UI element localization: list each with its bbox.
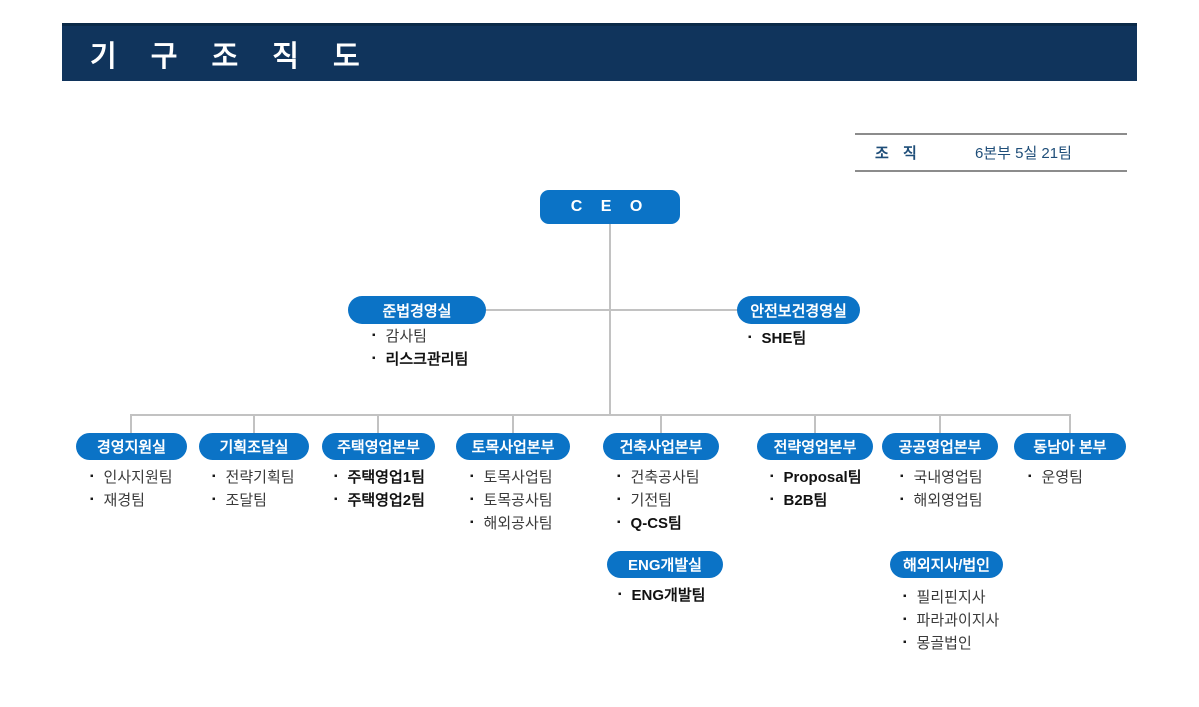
sub-unit-box-1: ENG개발실 (607, 551, 723, 578)
division-box-2: 기획조달실 (199, 433, 309, 460)
team-item: ▪감사팀 (372, 328, 427, 345)
connector-staff-horizontal (486, 309, 738, 311)
org-summary-table: 조 직 6본부 5실 21팀 (855, 133, 1127, 172)
staff-box-2: 안전보건경영실 (737, 296, 860, 324)
team-item: ▪주택영업2팀 (334, 492, 425, 509)
division-box-7: 공공영업본부 (882, 433, 998, 460)
division-box-4: 토목사업본부 (456, 433, 570, 460)
bullet-square-icon: ▪ (334, 470, 338, 482)
bullet-square-icon: ▪ (903, 636, 907, 648)
bullet-square-icon: ▪ (212, 470, 216, 482)
page-title: 기 구 조 직 도 (90, 40, 373, 73)
team-list-division-1: ▪인사지원팀 ▪재경팀 (90, 465, 173, 511)
org-summary-label: 조 직 (875, 145, 922, 162)
team-item: ▪해외영업팀 (900, 492, 983, 509)
bullet-square-icon: ▪ (903, 613, 907, 625)
division-box-8: 동남아 본부 (1014, 433, 1126, 460)
team-item: ▪기전팀 (617, 492, 672, 509)
team-item: ▪Q-CS팀 (617, 515, 682, 532)
team-list-division-8: ▪운영팀 (1028, 465, 1083, 488)
bullet-square-icon: ▪ (900, 470, 904, 482)
team-list-division-7: ▪국내영업팀 ▪해외영업팀 (900, 465, 983, 511)
team-item: ▪주택영업1팀 (334, 469, 425, 486)
title-banner: 기 구 조 직 도 (62, 23, 1137, 81)
team-list-division-5: ▪건축공사팀 ▪기전팀 ▪Q-CS팀 (617, 465, 700, 534)
team-item: ▪운영팀 (1028, 469, 1083, 486)
team-item: ▪인사지원팀 (90, 469, 173, 486)
connector-stub-6 (814, 414, 816, 434)
connector-stub-2 (253, 414, 255, 434)
connector-stub-7 (939, 414, 941, 434)
ceo-box: C E O (540, 190, 680, 224)
bullet-square-icon: ▪ (903, 590, 907, 602)
team-item: ▪몽골법인 (903, 635, 972, 652)
team-item: ▪Proposal팀 (770, 469, 862, 486)
bullet-square-icon: ▪ (334, 493, 338, 505)
division-box-1: 경영지원실 (76, 433, 187, 460)
bullet-square-icon: ▪ (90, 470, 94, 482)
division-box-6: 전략영업본부 (757, 433, 873, 460)
staff-box-1: 준법경영실 (348, 296, 486, 324)
team-item: ▪전략기획팀 (212, 469, 295, 486)
team-item: ▪토목공사팀 (470, 492, 553, 509)
bullet-square-icon: ▪ (617, 516, 621, 528)
team-item: ▪파라과이지사 (903, 612, 1000, 629)
bullet-square-icon: ▪ (90, 493, 94, 505)
team-item: ▪조달팀 (212, 492, 267, 509)
connector-stub-1 (130, 414, 132, 434)
team-list-sub-2: ▪필리핀지사 ▪파라과이지사 ▪몽골법인 (903, 585, 999, 654)
bullet-square-icon: ▪ (470, 470, 474, 482)
team-list-division-3: ▪주택영업1팀 ▪주택영업2팀 (334, 465, 425, 511)
team-list-division-2: ▪전략기획팀 ▪조달팀 (212, 465, 295, 511)
connector-stub-8 (1069, 414, 1071, 434)
bullet-square-icon: ▪ (617, 470, 621, 482)
bullet-square-icon: ▪ (618, 588, 622, 600)
bullet-square-icon: ▪ (770, 470, 774, 482)
team-item: ▪ENG개발팀 (618, 587, 706, 604)
connector-bus-horizontal (130, 414, 1071, 416)
team-list-division-6: ▪Proposal팀 ▪B2B팀 (770, 465, 862, 511)
connector-stub-3 (377, 414, 379, 434)
bullet-square-icon: ▪ (617, 493, 621, 505)
team-item: ▪해외공사팀 (470, 515, 553, 532)
sub-unit-box-2: 해외지사/법인 (890, 551, 1003, 578)
team-list-division-4: ▪토목사업팀 ▪토목공사팀 ▪해외공사팀 (470, 465, 553, 534)
org-summary-value: 6본부 5실 21팀 (975, 145, 1072, 162)
team-list-staff-2: ▪SHE팀 (748, 326, 806, 349)
bullet-square-icon: ▪ (748, 331, 752, 343)
team-item: ▪건축공사팀 (617, 469, 700, 486)
division-box-3: 주택영업본부 (322, 433, 435, 460)
team-item: ▪SHE팀 (748, 330, 807, 347)
team-item: ▪리스크관리팀 (372, 351, 469, 368)
connector-stub-4 (512, 414, 514, 434)
bullet-square-icon: ▪ (900, 493, 904, 505)
connector-stub-5 (660, 414, 662, 434)
bullet-square-icon: ▪ (470, 493, 474, 505)
bullet-square-icon: ▪ (470, 516, 474, 528)
team-item: ▪필리핀지사 (903, 589, 986, 606)
bullet-square-icon: ▪ (372, 329, 376, 341)
bullet-square-icon: ▪ (1028, 470, 1032, 482)
team-item: ▪국내영업팀 (900, 469, 983, 486)
team-list-sub-1: ▪ENG개발팀 (618, 583, 705, 606)
team-item: ▪토목사업팀 (470, 469, 553, 486)
team-item: ▪재경팀 (90, 492, 145, 509)
team-item: ▪B2B팀 (770, 492, 828, 509)
bullet-square-icon: ▪ (770, 493, 774, 505)
bullet-square-icon: ▪ (212, 493, 216, 505)
bullet-square-icon: ▪ (372, 352, 376, 364)
team-list-staff-1: ▪감사팀 ▪리스크관리팀 (372, 324, 468, 370)
connector-ceo-vertical (609, 224, 611, 416)
division-box-5: 건축사업본부 (603, 433, 719, 460)
